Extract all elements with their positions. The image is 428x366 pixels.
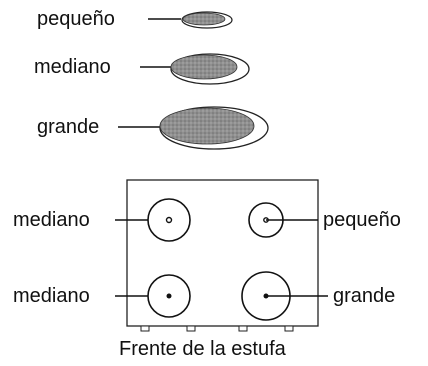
small-pan-label: pequeño	[37, 8, 115, 30]
small-pan-icon	[148, 11, 233, 29]
burner-bottom-left-label: mediano	[13, 285, 90, 307]
medium-pan-label: mediano	[34, 56, 111, 78]
medium-pan-icon	[140, 53, 250, 85]
stove-top	[126, 179, 319, 332]
large-pan-icon	[118, 106, 269, 150]
large-pan-label: grande	[37, 116, 100, 138]
burner-top-left-label: mediano	[13, 209, 90, 231]
stove-caption: Frente de la estufa	[119, 338, 286, 360]
burner-bottom-right	[241, 271, 328, 321]
burner-bottom-left	[115, 274, 191, 318]
burner-bottom-right-label: grande	[333, 285, 396, 307]
burner-top-right	[248, 202, 318, 238]
burner-top-left	[115, 198, 191, 242]
burner-top-right-label: pequeño	[323, 209, 401, 231]
